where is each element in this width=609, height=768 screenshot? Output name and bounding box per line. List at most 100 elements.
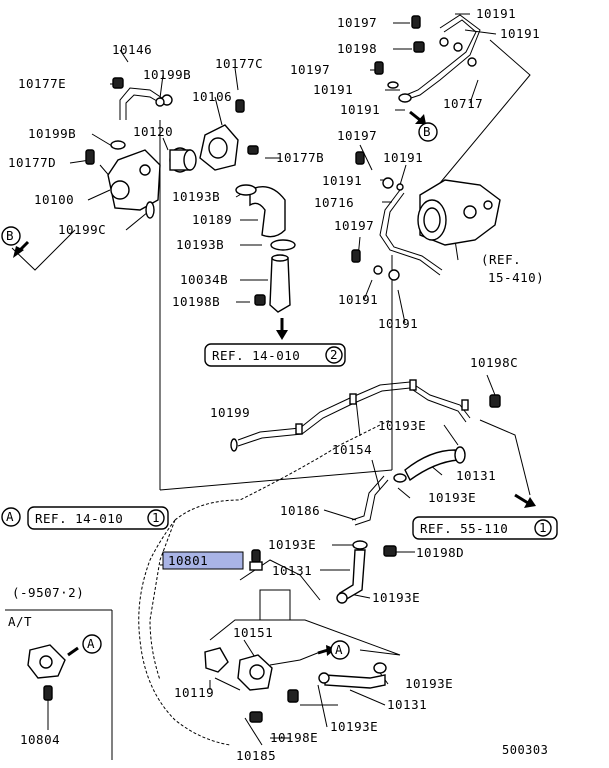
pipe-10034B (254, 254, 291, 313)
pipe-10186-inner (351, 475, 385, 521)
callout-a-bottom (330, 640, 350, 660)
arrow-left-b-head (13, 246, 24, 258)
label-10804: 10804 (20, 732, 60, 747)
at-sensor-10804 (27, 644, 66, 701)
label-10154: 10154 (332, 442, 372, 457)
label-10197c: 10197 (337, 128, 377, 143)
water-outlet-10146 (112, 77, 173, 120)
clamp-10193B-b (270, 239, 296, 251)
callout-a-left-text: A (6, 509, 14, 524)
hose-10716-inner (385, 192, 443, 271)
hose-10131-a (404, 449, 459, 482)
arrow-down-head (276, 330, 288, 340)
callout-a-left (1, 507, 21, 527)
label-10177D: 10177D (8, 155, 56, 170)
hose-10131-c (324, 674, 386, 689)
ref-14-010-2-num-circle (325, 346, 343, 364)
label-10120: 10120 (133, 124, 173, 139)
label-10199Ba: 10199B (28, 126, 76, 141)
throttle-body (417, 179, 501, 246)
label-10131b: 10131 (272, 563, 312, 578)
clamp-10193E-c (352, 540, 368, 550)
callout-b-text: B (423, 124, 431, 139)
label-10106: 10106 (192, 89, 232, 104)
label-10193E: 10193E (378, 418, 426, 433)
label-10131: 10131 (456, 468, 496, 483)
label-10186: 10186 (280, 503, 320, 518)
label-10199: 10199 (210, 405, 250, 420)
label-date: (-9507·2) (12, 585, 84, 600)
arrow-head-b (415, 114, 426, 124)
label-10197d: 10197 (334, 218, 374, 233)
gasket-10199B (110, 140, 126, 150)
labels: 10197 10191 10191 10198 10197 10191 1071… (6, 6, 548, 763)
callout-a-at (82, 634, 102, 654)
label-10198E: 10198E (270, 730, 318, 745)
ref-14-010-2-text: REF. 14-010 (212, 348, 300, 363)
label-10801-highlight: 10801 (168, 553, 208, 568)
pipe-10717 (374, 14, 481, 103)
ref-box-55-110 (412, 516, 558, 540)
hose-10131-b (338, 549, 366, 601)
label-10191f: 10191 (322, 173, 362, 188)
clamp-10193E-d (336, 592, 348, 604)
callout-b-left (1, 226, 21, 246)
sensor-10801 (249, 549, 263, 571)
label-at: A/T (8, 614, 32, 629)
bolt-10185 (249, 711, 263, 723)
gasket-10199 (230, 438, 238, 452)
clamp-10193B (235, 184, 257, 196)
label-10193B: 10193B (172, 189, 220, 204)
label-10198a: 10198 (337, 41, 377, 56)
ref-box-14-010-1 (27, 506, 169, 530)
arrow-to-a-at (67, 646, 79, 657)
hose-10716 (379, 189, 441, 276)
washer-10191b (396, 183, 404, 191)
label-10100: 10100 (34, 192, 74, 207)
label-10193Ec: 10193E (372, 590, 420, 605)
clamp-10193E-a (454, 446, 466, 464)
pipe-to-a (269, 649, 326, 666)
bolt-10197b (351, 249, 361, 263)
label-10193Ba: 10193B (176, 237, 224, 252)
label-10193Ee: 10193E (330, 719, 378, 734)
label-10197a: 10197 (337, 15, 377, 30)
callout-b-circle (418, 122, 438, 142)
housing-10151 (204, 647, 273, 691)
label-10191b: 10191 (500, 26, 540, 41)
bolt-10197 (355, 151, 365, 165)
label-10199C: 10199C (58, 222, 106, 237)
ref-14-010-1-num-circle (147, 509, 165, 527)
label-10199B: 10199B (143, 67, 191, 82)
washer-10191c (373, 265, 383, 275)
clamp-10193E-f (318, 672, 330, 684)
water-pipe-10100 (85, 149, 161, 211)
ref-14-010-2-num: 2 (330, 347, 338, 362)
arrow-to-b (409, 110, 421, 122)
label-10197b: 10197 (290, 62, 330, 77)
label-10717: 10717 (443, 96, 483, 111)
label-ref15b: 15-410) (488, 270, 544, 285)
arrow-to-a (317, 648, 329, 655)
label-10131c: 10131 (387, 697, 427, 712)
label-10191h: 10191 (378, 316, 418, 331)
ref-14-010-1-text: REF. 14-010 (35, 511, 123, 526)
label-10191d: 10191 (340, 102, 380, 117)
housing-10106 (199, 99, 259, 171)
label-10193Ed: 10193E (405, 676, 453, 691)
label-10191a: 10191 (476, 6, 516, 21)
label-10034B: 10034B (180, 272, 228, 287)
washer-10191d (388, 269, 400, 281)
hose-10189 (249, 186, 286, 238)
label-10191e: 10191 (383, 150, 423, 165)
pipe-10186 (354, 479, 389, 526)
label-10177B: 10177B (276, 150, 324, 165)
arrow-ref55 (514, 493, 529, 505)
highlight-10801-box (162, 551, 244, 570)
bolt-10198E (287, 689, 299, 703)
callout-a-at-text: A (87, 636, 95, 651)
washer-10191 (382, 177, 394, 189)
label-10198B: 10198B (172, 294, 220, 309)
